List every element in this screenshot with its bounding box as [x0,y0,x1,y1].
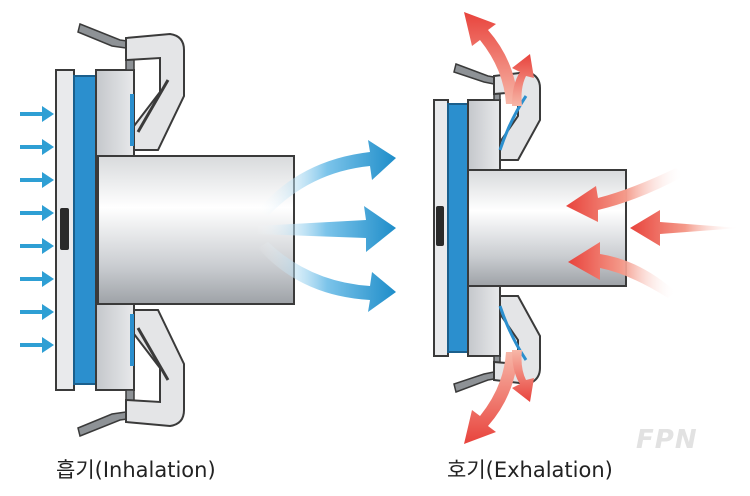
watermark-logo: FPN [636,425,698,455]
outflow-arrow-down-left [464,352,518,444]
outflow-arrow-up-right [512,54,534,106]
exhalation-caption: 호기(Exhalation) [447,458,613,482]
outflow-arrow-up-left [464,12,518,104]
bottom-flange [453,355,501,393]
filter-pad [447,103,469,353]
inflow-arrows [20,106,54,353]
inlet-tube [467,169,627,287]
inflow-arrow-middle [630,210,740,246]
inhalation-valve [20,22,396,438]
outflow-arrow-down-right [512,350,534,402]
inflow-arrow-icon [20,172,54,188]
inflow-arrow-icon [20,106,54,122]
top-valve-cover [125,32,185,151]
inflow-arrow-icon [20,271,54,287]
filter-pad [73,75,97,385]
outflow-arrow-lower [258,242,396,312]
inflow-arrow-icon [20,139,54,155]
inhalation-caption: 흡기(Inhalation) [56,458,216,482]
top-valve-flap [498,95,528,151]
top-flange [453,63,501,101]
inflow-arrow-icon [20,304,54,320]
inflow-arrow-icon [20,205,54,221]
inflow-arrow-icon [20,337,54,353]
outflow-arrow-upper [258,140,396,216]
bottom-valve-flap [498,305,528,361]
exhale-inflow-arrows [566,168,740,298]
center-knob [60,208,69,250]
outflow-arrow-middle [256,206,396,252]
exhale-outflow-top [464,12,534,106]
outflow-arrows [256,140,396,312]
top-flange [77,22,135,71]
exhalation-valve [433,12,740,444]
bottom-flange [77,389,135,438]
inflow-arrow-icon [20,238,54,254]
bottom-valve-cover [125,309,185,428]
center-knob [436,206,444,246]
exhale-outflow-bottom [464,350,534,444]
inflow-arrow-lower [568,242,676,298]
inflow-arrow-upper [566,168,684,222]
